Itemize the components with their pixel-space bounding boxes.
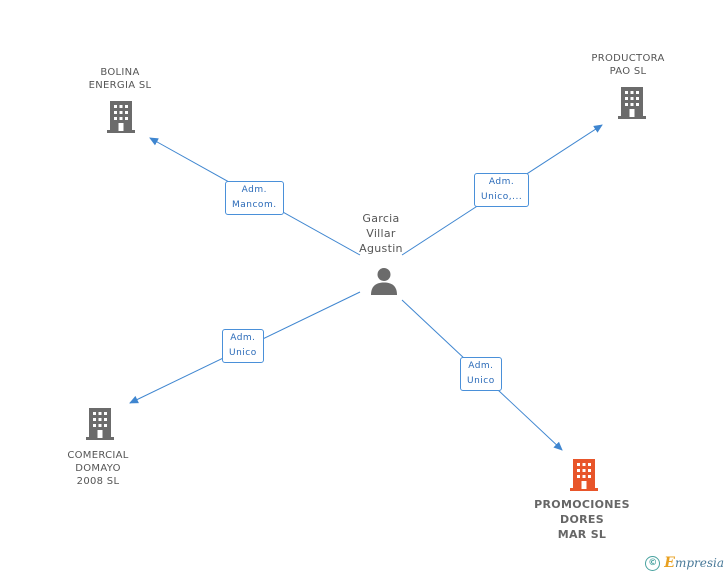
company-label-comercial[interactable]: COMERCIAL DOMAYO 2008 SL bbox=[48, 449, 148, 488]
person-name-line: Garcia bbox=[362, 212, 400, 225]
building-icon[interactable] bbox=[106, 100, 136, 134]
company-name-line: ENERGIA SL bbox=[88, 80, 152, 91]
company-label-bolina[interactable]: BOLINA ENERGIA SL bbox=[70, 66, 170, 92]
relation-label-line: Adm. bbox=[241, 185, 267, 195]
company-name-line: 2008 SL bbox=[76, 476, 120, 487]
company-name-line: DORES bbox=[560, 513, 604, 526]
company-name-line: DOMAYO bbox=[75, 463, 121, 474]
person-name-line: Agustin bbox=[359, 242, 403, 255]
person-name-line: Villar bbox=[366, 227, 396, 240]
relation-label-line: Unico,... bbox=[481, 192, 523, 202]
footer-brand: © Empresia bbox=[645, 555, 724, 571]
person-icon[interactable] bbox=[369, 266, 399, 296]
building-icon[interactable] bbox=[85, 407, 115, 441]
company-name-line: COMERCIAL bbox=[67, 450, 129, 461]
relation-badge-promociones[interactable]: Adm. Unico bbox=[460, 357, 502, 391]
company-name-line: BOLINA bbox=[100, 67, 140, 78]
brand-logo[interactable]: Empresia bbox=[664, 555, 724, 571]
relation-badge-productora[interactable]: Adm. Unico,... bbox=[474, 173, 530, 207]
company-label-productora[interactable]: PRODUCTORA PAO SL bbox=[578, 52, 678, 78]
relation-badge-bolina[interactable]: Adm. Mancom. bbox=[225, 181, 284, 215]
building-icon[interactable] bbox=[569, 458, 599, 492]
person-name-label: Garcia Villar Agustin bbox=[345, 211, 417, 256]
relation-label-line: Mancom. bbox=[232, 200, 277, 210]
relation-label-line: Adm. bbox=[488, 177, 515, 187]
building-icon[interactable] bbox=[617, 86, 647, 120]
relation-label-line: Adm. bbox=[230, 333, 256, 343]
relation-label-line: Unico bbox=[229, 348, 257, 358]
relation-label-line: Adm. bbox=[468, 361, 494, 371]
company-name-line: PROMOCIONES bbox=[534, 498, 630, 511]
company-name-line: MAR SL bbox=[557, 528, 607, 541]
relation-label-line: Unico bbox=[467, 376, 495, 386]
relation-badge-comercial[interactable]: Adm. Unico bbox=[222, 329, 264, 363]
company-name-line: PAO SL bbox=[609, 66, 647, 77]
company-name-line: PRODUCTORA bbox=[591, 53, 665, 64]
company-label-promociones[interactable]: PROMOCIONES DORES MAR SL bbox=[527, 497, 637, 542]
copyright-icon: © bbox=[645, 555, 661, 571]
